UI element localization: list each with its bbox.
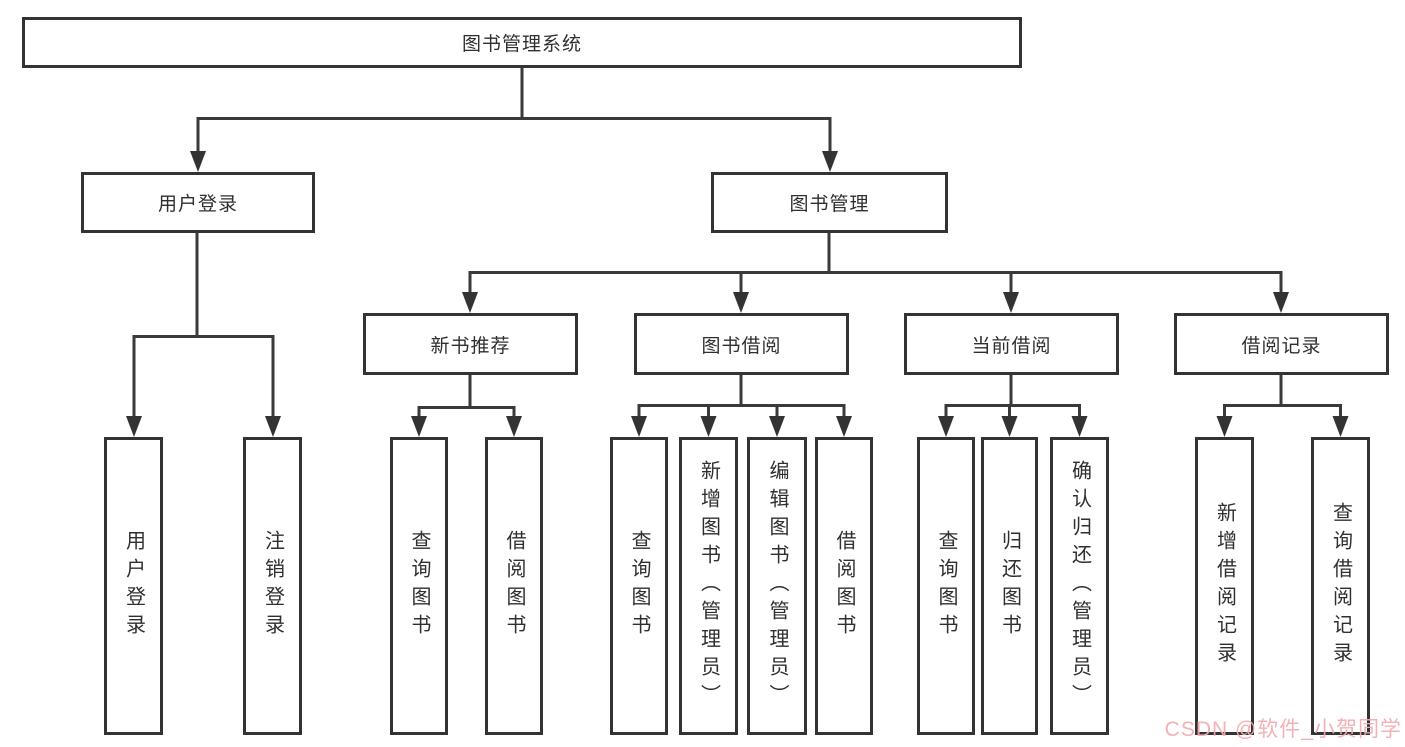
leaf-query-borrow-record: 查询借阅记录 bbox=[1311, 437, 1370, 735]
arrowhead-icon bbox=[265, 416, 281, 437]
arrowhead-icon bbox=[836, 416, 852, 437]
arrowhead-icon bbox=[631, 416, 647, 437]
leaf-confirm-return-admin: 确认归还（管理员） bbox=[1050, 437, 1109, 735]
node-label: 查询图书 bbox=[935, 530, 957, 642]
leaf-query-books-recommend: 查询图书 bbox=[390, 437, 448, 735]
leaf-user-login: 用户登录 bbox=[104, 437, 163, 735]
node-label: 借阅图书 bbox=[833, 530, 855, 642]
leaf-add-borrow-record: 新增借阅记录 bbox=[1195, 437, 1254, 735]
leaf-edit-book-admin: 编辑图书（管理员） bbox=[747, 437, 807, 735]
arrowhead-icon bbox=[769, 416, 785, 437]
leaf-add-book-admin: 新增图书（管理员） bbox=[679, 437, 738, 735]
arrowhead-icon bbox=[1003, 292, 1019, 313]
leaf-borrow-books: 借阅图书 bbox=[815, 437, 873, 735]
node-label: 图书管理系统 bbox=[461, 34, 582, 55]
leaf-query-books-borrow: 查询图书 bbox=[610, 437, 668, 735]
node-label: 用户登录 bbox=[157, 194, 238, 215]
arrowhead-icon bbox=[506, 416, 522, 437]
tree-elbow-lines bbox=[132, 68, 1342, 418]
leaf-logout: 注销登录 bbox=[243, 437, 302, 735]
node-label: 查询借阅记录 bbox=[1329, 502, 1352, 670]
node-label: 查询图书 bbox=[628, 530, 650, 642]
node-label: 当前借阅 bbox=[971, 335, 1052, 357]
node-label: 确认归还（管理员） bbox=[1068, 460, 1091, 712]
arrowhead-icon bbox=[126, 416, 142, 437]
arrowhead-icon bbox=[1332, 416, 1349, 437]
arrowhead-icon bbox=[938, 416, 954, 437]
node-label: 新增图书（管理员） bbox=[697, 460, 720, 712]
arrowhead-icon bbox=[822, 151, 838, 172]
node-label: 查询图书 bbox=[408, 530, 430, 642]
node-new-book-recommendation: 新书推荐 bbox=[363, 313, 578, 375]
arrowhead-icon bbox=[411, 416, 427, 437]
leaf-borrow-books-recommend: 借阅图书 bbox=[485, 437, 543, 735]
node-label: 图书借阅 bbox=[701, 335, 782, 357]
node-label: 编辑图书（管理员） bbox=[766, 460, 788, 712]
node-label: 图书管理 bbox=[789, 194, 870, 215]
arrowhead-icon bbox=[1071, 416, 1088, 437]
node-user-login-module: 用户登录 bbox=[81, 172, 315, 233]
node-label: 用户登录 bbox=[122, 530, 145, 642]
node-library-management-system: 图书管理系统 bbox=[22, 17, 1022, 68]
node-label: 借阅记录 bbox=[1241, 335, 1322, 357]
node-label: 注销登录 bbox=[261, 530, 284, 642]
node-book-borrowing: 图书借阅 bbox=[634, 313, 849, 375]
node-label: 新增借阅记录 bbox=[1213, 502, 1236, 670]
arrowhead-icon bbox=[1216, 416, 1233, 437]
arrowhead-icon bbox=[190, 151, 206, 172]
leaf-query-books-current: 查询图书 bbox=[917, 437, 975, 735]
node-book-management-module: 图书管理 bbox=[711, 172, 948, 233]
node-borrowing-records: 借阅记录 bbox=[1174, 313, 1389, 375]
arrowhead-icon bbox=[462, 292, 478, 313]
node-label: 新书推荐 bbox=[430, 335, 511, 357]
node-label: 借阅图书 bbox=[503, 530, 525, 642]
arrowhead-icon bbox=[700, 416, 717, 437]
arrowhead-icon bbox=[1001, 416, 1018, 437]
arrowhead-icon bbox=[733, 292, 749, 313]
leaf-return-book: 归还图书 bbox=[981, 437, 1038, 735]
csdn-watermark: CSDN @软件_小贺同学 bbox=[1164, 718, 1402, 741]
node-label: 归还图书 bbox=[998, 530, 1021, 642]
arrowhead-icon bbox=[1273, 292, 1289, 313]
node-current-borrowing: 当前借阅 bbox=[904, 313, 1119, 375]
